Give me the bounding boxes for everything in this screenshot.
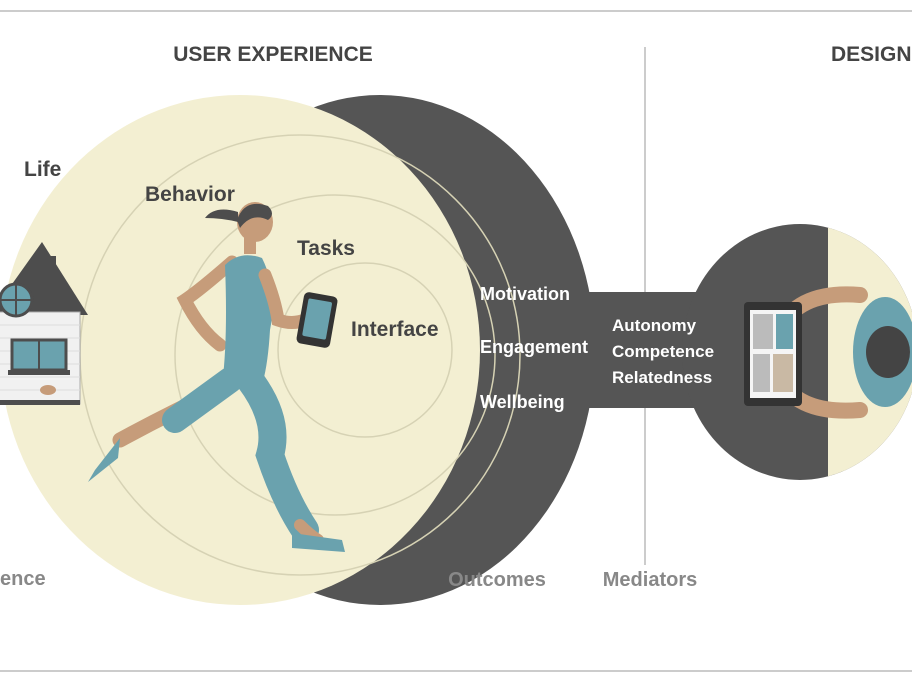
user-experience-heading: USER EXPERIENCE xyxy=(173,43,373,66)
outcome-engagement: Engagement xyxy=(480,337,588,357)
runner-figure-icon xyxy=(88,202,345,552)
mediators-bottom-label: Mediators xyxy=(603,569,697,591)
interface-label: Interface xyxy=(351,318,439,341)
outcome-wellbeing: Wellbeing xyxy=(480,392,565,412)
mediators-band xyxy=(560,292,700,408)
tasks-ring xyxy=(174,194,496,516)
mediator-autonomy: Autonomy xyxy=(612,316,697,335)
tablet-icon xyxy=(744,302,802,406)
mediator-competence: Competence xyxy=(612,342,714,361)
phone-icon xyxy=(296,292,338,348)
design-heading: DESIGN xyxy=(831,43,912,66)
mediator-relatedness: Relatedness xyxy=(612,368,712,387)
house-icon xyxy=(0,242,88,405)
interface-ring xyxy=(277,262,453,438)
experience-bottom-label: ence xyxy=(0,568,46,590)
outcomes-bottom-label: Outcomes xyxy=(448,569,546,591)
tasks-label: Tasks xyxy=(297,237,355,260)
behavior-label: Behavior xyxy=(145,183,235,206)
life-label: Life xyxy=(24,158,61,181)
outcome-motivation: Motivation xyxy=(480,284,570,304)
